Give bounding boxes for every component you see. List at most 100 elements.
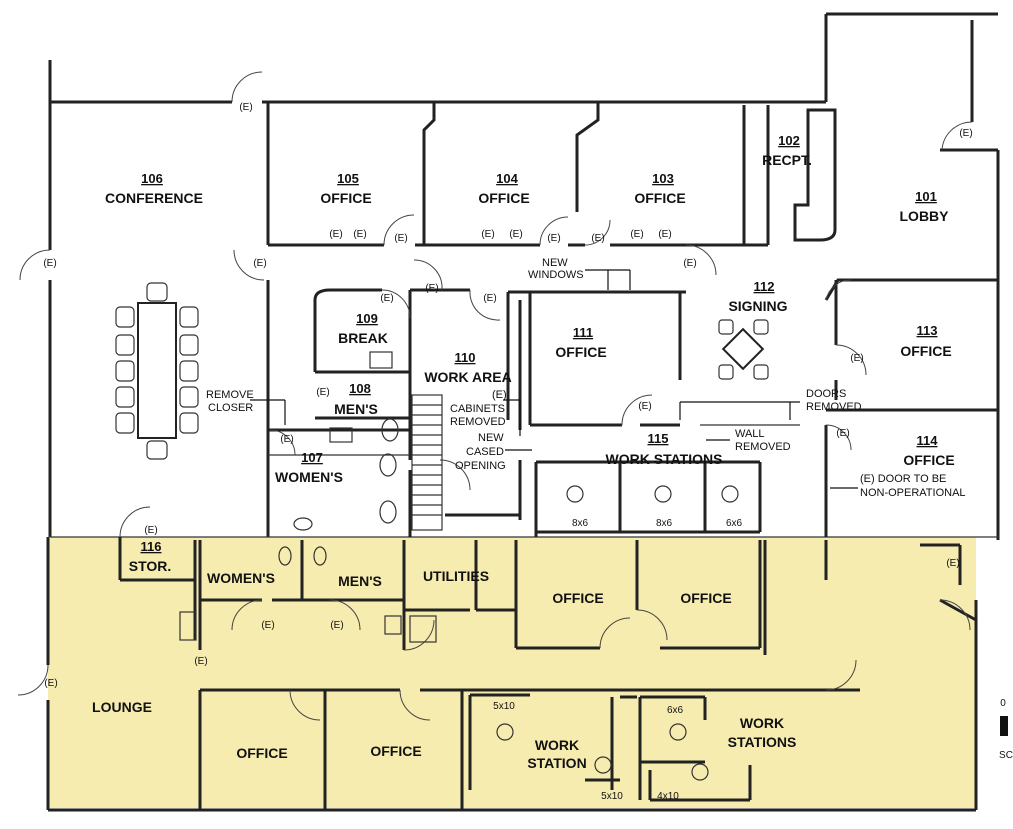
note-remove-closer-2: CLOSER <box>208 402 253 414</box>
existing-tag: (E) <box>253 258 266 269</box>
lower-workstations-line2: STATIONS <box>728 734 797 750</box>
room-112-number: 112 <box>754 279 775 294</box>
room-110-number: 110 <box>455 350 476 365</box>
room-116-name: STOR. <box>129 558 172 574</box>
existing-tag: (E) <box>353 229 366 240</box>
workstation-chairs <box>496 485 739 781</box>
room-114-number: 114 <box>917 433 939 448</box>
note-cabinets-1: (E) <box>492 389 507 401</box>
lower-womens: WOMEN'S <box>207 570 275 586</box>
room-106-number: 106 <box>141 171 163 186</box>
room-109-name: BREAK <box>338 330 388 346</box>
room-108-name: MEN'S <box>334 401 378 417</box>
note-cased-3: OPENING <box>455 460 506 472</box>
note-new-windows-1: NEW <box>542 257 568 269</box>
ws-size: 8x6 <box>656 518 673 529</box>
ws-size: 6x6 <box>667 705 684 716</box>
room-102-name: RECPT. <box>762 152 812 168</box>
existing-tags: (E) (E) (E) (E) (E) (E) (E) (E) (E) (E) … <box>43 102 972 689</box>
room-101-name: LOBBY <box>900 208 950 224</box>
existing-tag: (E) <box>329 229 342 240</box>
ws-size: 5x10 <box>601 791 623 802</box>
room-103-name: OFFICE <box>634 190 685 206</box>
exterior-walls <box>46 12 1000 812</box>
lower-interior-walls <box>118 537 977 810</box>
existing-tag: (E) <box>946 558 959 569</box>
right-shaded-area <box>826 537 976 808</box>
room-112-name: SIGNING <box>728 298 787 314</box>
existing-tag: (E) <box>316 387 329 398</box>
room-111-number: 111 <box>573 325 593 340</box>
existing-tag: (E) <box>591 233 604 244</box>
existing-tag: (E) <box>239 102 252 113</box>
stairs <box>411 394 443 531</box>
existing-tag: (E) <box>547 233 560 244</box>
room-105-number: 105 <box>337 171 359 186</box>
workstation-sizes: 8x6 8x6 6x6 5x10 5x10 6x6 4x10 <box>493 518 742 802</box>
existing-tag: (E) <box>638 401 651 412</box>
existing-tag: (E) <box>394 233 407 244</box>
lower-utilities: UTILITIES <box>423 568 489 584</box>
ws-size: 4x10 <box>657 791 679 802</box>
room-102-number: 102 <box>778 133 800 148</box>
upper-interior-walls <box>50 102 998 538</box>
lower-mens: MEN'S <box>338 573 382 589</box>
existing-tag: (E) <box>380 293 393 304</box>
room-110-name: WORK AREA <box>424 369 511 385</box>
room-115-name: WORK STATIONS <box>606 451 723 467</box>
note-new-windows-2: WINDOWS <box>528 269 584 281</box>
room-113-name: OFFICE <box>900 343 951 359</box>
plan-notes: NEW WINDOWS REMOVE CLOSER (E) CABINETS R… <box>206 257 966 499</box>
existing-tag: (E) <box>483 293 496 304</box>
existing-tag: (E) <box>630 229 643 240</box>
note-cabinets-3: REMOVED <box>450 416 506 428</box>
note-wall-2: REMOVED <box>735 441 791 453</box>
existing-tag: (E) <box>43 258 56 269</box>
room-109-number: 109 <box>356 311 378 326</box>
scale-bar: 0 SC <box>999 698 1013 761</box>
room-labels-upper: 106 CONFERENCE 105 OFFICE 104 OFFICE 103… <box>105 133 955 574</box>
signing-table <box>718 319 769 380</box>
existing-tag: (E) <box>330 620 343 631</box>
existing-tag: (E) <box>658 229 671 240</box>
existing-tag: (E) <box>194 656 207 667</box>
room-103-number: 103 <box>652 171 674 186</box>
lower-office-3: OFFICE <box>236 745 287 761</box>
lower-office-2: OFFICE <box>680 590 731 606</box>
room-labels-lower: WOMEN'S MEN'S UTILITIES OFFICE OFFICE LO… <box>92 568 796 771</box>
room-107-name: WOMEN'S <box>275 469 343 485</box>
door-swings <box>17 71 973 721</box>
existing-tag: (E) <box>481 229 494 240</box>
ws-size: 5x10 <box>493 701 515 712</box>
scale-zero: 0 <box>1000 698 1006 709</box>
existing-tag: (E) <box>509 229 522 240</box>
room-114-name: OFFICE <box>903 452 954 468</box>
room-116-number: 116 <box>141 539 162 554</box>
room-115-number: 115 <box>648 431 669 446</box>
room-106-name: CONFERENCE <box>105 190 203 206</box>
existing-tag: (E) <box>144 525 157 536</box>
lower-office-1: OFFICE <box>552 590 603 606</box>
lower-shaded-area <box>48 537 976 808</box>
note-cased-2: CASED <box>466 446 504 458</box>
room-104-number: 104 <box>496 171 518 186</box>
room-113-number: 113 <box>917 323 938 338</box>
existing-tag: (E) <box>959 128 972 139</box>
note-doors-1: DOORS <box>806 388 846 400</box>
room-104-name: OFFICE <box>478 190 529 206</box>
lower-office-4: OFFICE <box>370 743 421 759</box>
scale-label: SC <box>999 750 1013 761</box>
existing-tag: (E) <box>683 258 696 269</box>
existing-tag: (E) <box>280 434 293 445</box>
room-111-name: OFFICE <box>555 344 606 360</box>
lower-lounge: LOUNGE <box>92 699 152 715</box>
existing-tag: (E) <box>425 283 438 294</box>
existing-tag: (E) <box>44 678 57 689</box>
note-doors-2: REMOVED <box>806 401 862 413</box>
room-108-number: 108 <box>349 381 371 396</box>
note-arrows <box>250 269 858 489</box>
note-cabinets-2: CABINETS <box>450 403 505 415</box>
lower-workstation-line2: STATION <box>527 755 586 771</box>
plumbing-fixtures <box>179 351 437 643</box>
lower-workstation-line1: WORK <box>535 737 579 753</box>
